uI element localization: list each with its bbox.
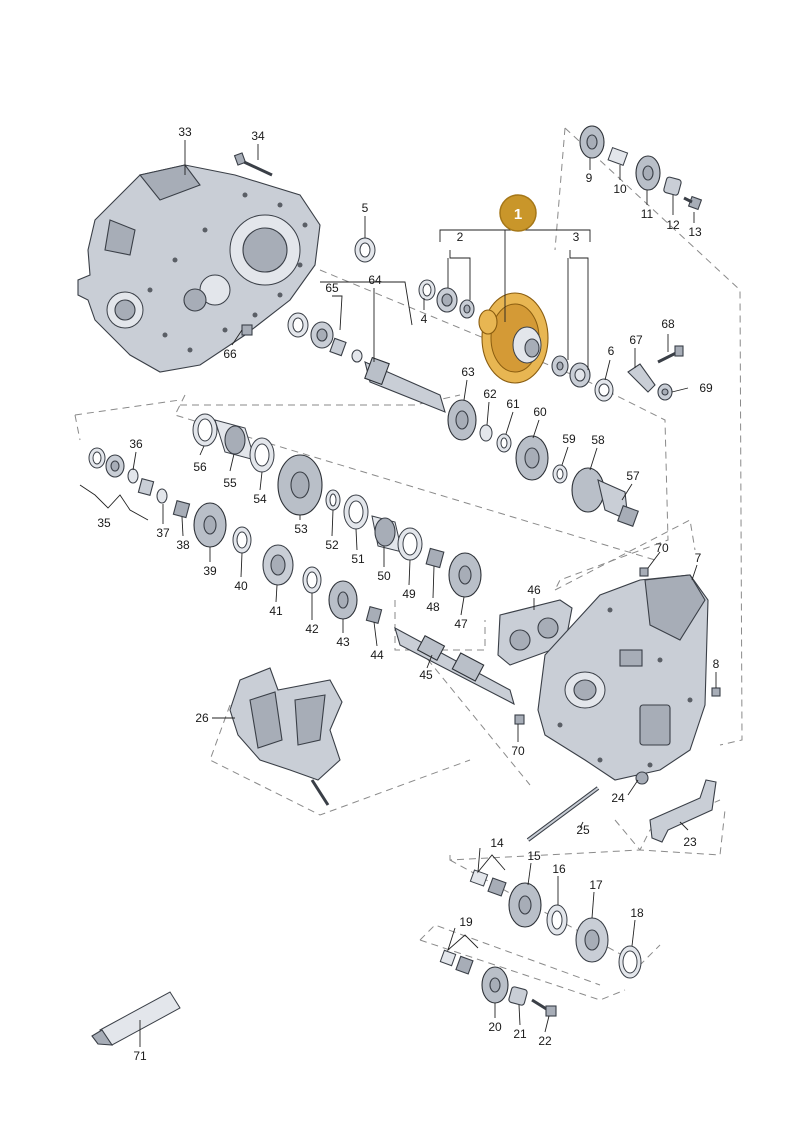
part-label-8[interactable]: 8 bbox=[713, 657, 720, 671]
part-label-22[interactable]: 22 bbox=[538, 1034, 552, 1048]
output-shaft-upper-row bbox=[447, 399, 639, 527]
part-label-52[interactable]: 52 bbox=[325, 538, 339, 552]
part-label-69[interactable]: 69 bbox=[699, 381, 713, 395]
part-label-3[interactable]: 3 bbox=[573, 230, 580, 244]
part-label-24[interactable]: 24 bbox=[611, 791, 625, 805]
part-1-badge-label: 1 bbox=[514, 206, 522, 223]
part-label-12[interactable]: 12 bbox=[666, 218, 680, 232]
part-label-16[interactable]: 16 bbox=[552, 862, 566, 876]
part-label-37[interactable]: 37 bbox=[156, 526, 170, 540]
part-label-10[interactable]: 10 bbox=[613, 182, 627, 196]
part-label-55[interactable]: 55 bbox=[223, 476, 237, 490]
part-label-71[interactable]: 71 bbox=[133, 1049, 147, 1063]
middle-synchro-row bbox=[325, 489, 482, 598]
part-label-34[interactable]: 34 bbox=[251, 129, 265, 143]
part-label-67[interactable]: 67 bbox=[629, 333, 643, 347]
part-label-59[interactable]: 59 bbox=[562, 432, 576, 446]
part-label-15[interactable]: 15 bbox=[527, 849, 541, 863]
part-label-63[interactable]: 63 bbox=[461, 365, 475, 379]
transmission-housing bbox=[77, 164, 321, 373]
part-label-36[interactable]: 36 bbox=[129, 437, 143, 451]
part-label-64[interactable]: 64 bbox=[368, 273, 382, 287]
part-label-40[interactable]: 40 bbox=[234, 579, 248, 593]
main-shaft-45 bbox=[394, 626, 515, 706]
shift-rod-25 bbox=[526, 786, 600, 842]
part-label-39[interactable]: 39 bbox=[203, 564, 217, 578]
part-label-50[interactable]: 50 bbox=[377, 569, 391, 583]
part-label-70-lower[interactable]: 70 bbox=[511, 744, 525, 758]
lower-gear-row bbox=[193, 502, 383, 624]
selector-parts-67-69 bbox=[627, 345, 684, 401]
part-label-49[interactable]: 49 bbox=[402, 587, 416, 601]
shift-fork-assembly-26 bbox=[229, 667, 343, 806]
input-shaft-group bbox=[241, 312, 446, 413]
part-label-68[interactable]: 68 bbox=[661, 317, 675, 331]
bolt-34 bbox=[233, 152, 273, 177]
part-label-47[interactable]: 47 bbox=[454, 617, 468, 631]
shift-fork-23 bbox=[649, 779, 717, 843]
part-label-5[interactable]: 5 bbox=[362, 201, 369, 215]
part-label-33[interactable]: 33 bbox=[178, 125, 192, 139]
part-label-44[interactable]: 44 bbox=[370, 648, 384, 662]
part-1-badge[interactable]: 1 bbox=[499, 194, 537, 232]
part-label-62[interactable]: 62 bbox=[483, 387, 497, 401]
part-labels: 33 34 5 64 65 4 66 2 3 6 9 10 11 12 13 6… bbox=[97, 125, 719, 1063]
part-label-41[interactable]: 41 bbox=[269, 604, 283, 618]
part-label-57[interactable]: 57 bbox=[626, 469, 640, 483]
washer-5 bbox=[354, 237, 376, 263]
part-label-61[interactable]: 61 bbox=[506, 397, 520, 411]
part-label-20[interactable]: 20 bbox=[488, 1020, 502, 1034]
part-label-14[interactable]: 14 bbox=[490, 836, 504, 850]
leader-lines bbox=[79, 140, 717, 1047]
part-label-18[interactable]: 18 bbox=[630, 906, 644, 920]
part-label-53[interactable]: 53 bbox=[294, 522, 308, 536]
part-label-9[interactable]: 9 bbox=[586, 171, 593, 185]
part-label-56[interactable]: 56 bbox=[193, 460, 207, 474]
part-label-45[interactable]: 45 bbox=[419, 668, 433, 682]
lower-gear-group-14-18 bbox=[469, 869, 642, 979]
part-label-17[interactable]: 17 bbox=[589, 878, 603, 892]
part-label-66[interactable]: 66 bbox=[223, 347, 237, 361]
part-label-46[interactable]: 46 bbox=[527, 583, 541, 597]
part-label-38[interactable]: 38 bbox=[176, 538, 190, 552]
part-label-6[interactable]: 6 bbox=[608, 344, 615, 358]
part-label-70-upper[interactable]: 70 bbox=[655, 541, 669, 555]
part-label-25[interactable]: 25 bbox=[576, 823, 590, 837]
part-label-11[interactable]: 11 bbox=[641, 207, 654, 221]
lower-gear-group-19-22 bbox=[439, 949, 557, 1017]
part-label-2[interactable]: 2 bbox=[457, 230, 464, 244]
part-label-4[interactable]: 4 bbox=[421, 312, 428, 326]
part-label-26[interactable]: 26 bbox=[195, 711, 209, 725]
part-label-23[interactable]: 23 bbox=[683, 835, 697, 849]
part-label-13[interactable]: 13 bbox=[688, 225, 702, 239]
gearbox-housing-7 bbox=[514, 567, 721, 785]
part-label-65[interactable]: 65 bbox=[325, 281, 339, 295]
part-label-60[interactable]: 60 bbox=[533, 405, 547, 419]
main-shaft-upper-row bbox=[192, 413, 323, 516]
assembly-outlines bbox=[74, 127, 743, 1001]
part-label-51[interactable]: 51 bbox=[351, 552, 365, 566]
sealant-tube-71 bbox=[91, 991, 181, 1046]
part-label-48[interactable]: 48 bbox=[426, 600, 440, 614]
part-label-19[interactable]: 19 bbox=[459, 915, 473, 929]
left-bearing-group bbox=[88, 447, 191, 519]
differential-assembly bbox=[418, 279, 614, 402]
part-label-54[interactable]: 54 bbox=[253, 492, 267, 506]
top-right-gear-group bbox=[579, 125, 703, 211]
part-label-21[interactable]: 21 bbox=[513, 1027, 527, 1041]
part-label-43[interactable]: 43 bbox=[336, 635, 350, 649]
part-label-58[interactable]: 58 bbox=[591, 433, 605, 447]
part-label-42[interactable]: 42 bbox=[305, 622, 319, 636]
part-label-35[interactable]: 35 bbox=[97, 516, 111, 530]
part-label-7[interactable]: 7 bbox=[695, 551, 702, 565]
